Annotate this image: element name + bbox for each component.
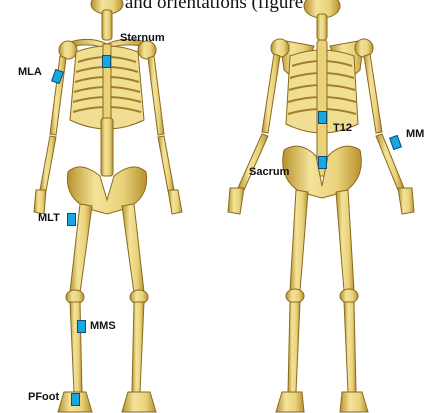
label-mlt: MLT xyxy=(38,212,60,224)
label-sacrum: Sacrum xyxy=(249,166,289,178)
sensor-t12 xyxy=(318,111,327,124)
label-pfoot: PFoot xyxy=(28,391,59,403)
sensor-mlt xyxy=(67,213,76,226)
label-sternum: Sternum xyxy=(120,32,165,44)
sensor-pfoot xyxy=(71,393,80,406)
label-mms: MMS xyxy=(90,320,116,332)
label-t12: T12 xyxy=(333,122,352,134)
sensor-mms xyxy=(77,320,86,333)
label-mm: MM xyxy=(406,128,424,140)
sensor-sacrum xyxy=(318,156,327,169)
label-mla: MLA xyxy=(18,66,42,78)
back-skeleton xyxy=(228,0,414,412)
sensor-sternum xyxy=(102,55,111,68)
